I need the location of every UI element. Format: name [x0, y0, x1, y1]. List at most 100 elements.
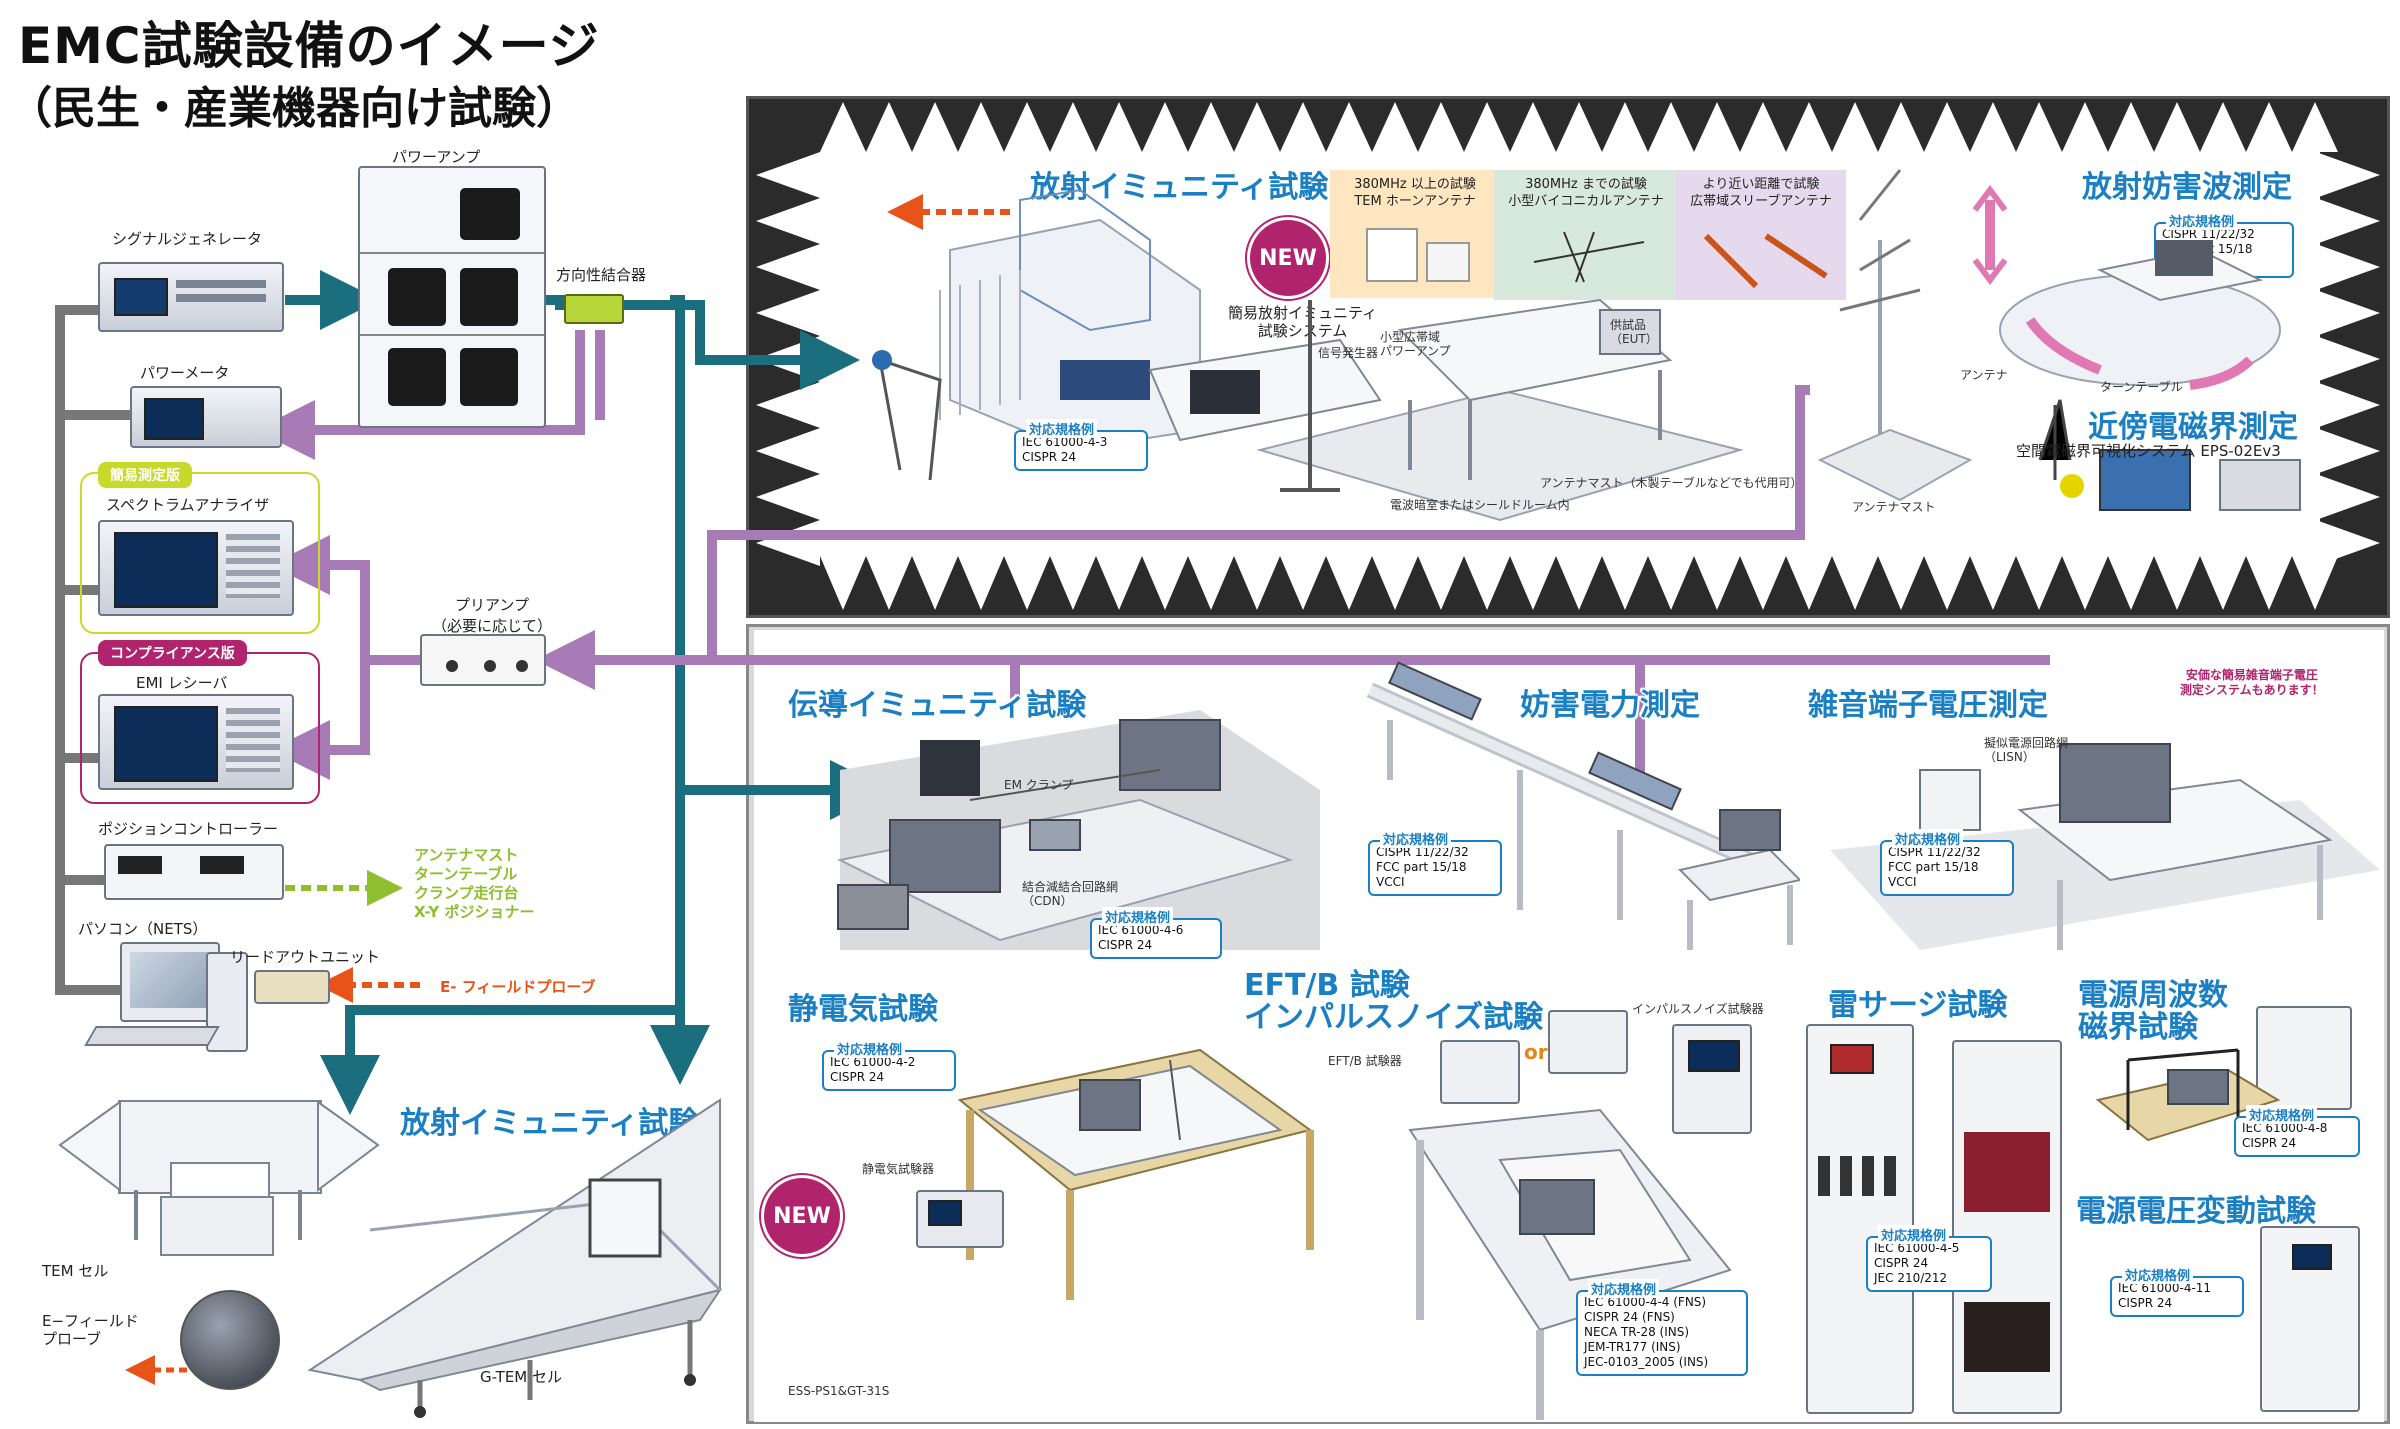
- absorber-cone: [756, 428, 820, 474]
- absorber-cone: [1280, 556, 1326, 610]
- spectrum-analyzer: [98, 520, 294, 616]
- voltage-variation-tester: [2260, 1226, 2360, 1412]
- std-header: 対応規格例: [1380, 829, 1452, 848]
- absorber-cone: [1694, 102, 1740, 152]
- absorber-cone: [1556, 102, 1602, 152]
- std-row: IEC 61000-4-2: [830, 1055, 916, 1069]
- eft-tester: [1440, 1040, 1520, 1104]
- power-amp: [358, 166, 546, 428]
- esd-setup: [957, 1048, 1314, 1300]
- absorber-cone: [912, 556, 958, 610]
- emi-receiver-label: EMI レシーバ: [136, 674, 228, 692]
- ant-box-tem-horn: 380MHz 以上の試験 TEM ホーンアンテナ: [1330, 170, 1500, 298]
- absorber-cone: [866, 556, 912, 610]
- page-subtitle: （民生・産業機器向け試験）: [8, 83, 580, 134]
- std-row: IEC 61000-4-4 (FNS): [1584, 1295, 1707, 1309]
- std-row: CISPR 24: [2242, 1136, 2297, 1150]
- std-row: CISPR 11/22/32: [1376, 845, 1469, 859]
- absorber-cone: [2154, 102, 2200, 152]
- absorber-cone: [1832, 102, 1878, 152]
- std-row: CISPR 24: [830, 1070, 885, 1084]
- absorber-cone: [2200, 102, 2246, 152]
- absorber-cone: [1142, 102, 1188, 152]
- disturbance-std: 対応規格例 CISPR 11/22/32 FCC part 15/18 VCCI: [1368, 829, 1502, 896]
- absorber-cone: [1556, 556, 1602, 610]
- eft-tester-label: EFT/B 試験器: [1328, 1054, 1402, 1068]
- coupler-label: 方向性結合器: [556, 266, 647, 284]
- esd-tester: [916, 1190, 1004, 1248]
- absorber-cone: [1970, 102, 2016, 152]
- signal-generator: [98, 262, 284, 332]
- voltage-variation-title: 電源電圧変動試験: [2076, 1194, 2316, 1229]
- std-row: CISPR 24: [1874, 1256, 1929, 1270]
- std-row: CISPR 11/22/32: [2162, 227, 2255, 241]
- surge-std: 対応規格例 IEC 61000-4-5 CISPR 24 JEC 210/212: [1866, 1225, 1992, 1292]
- std-row: CISPR 24: [2118, 1296, 2173, 1310]
- voltage-std: 対応規格例 IEC 61000-4-11 CISPR 24: [2110, 1265, 2244, 1317]
- ant-box-biconical: 380MHz までの試験 小型バイコニカルアンテナ: [1494, 170, 1678, 300]
- signal-generator-label: シグナルジェネレータ: [112, 230, 263, 248]
- simple-version-frame: [80, 472, 320, 634]
- absorber-cone: [1878, 556, 1924, 610]
- esd-std: 対応規格例 IEC 61000-4-2 CISPR 24: [822, 1039, 956, 1091]
- absorber-cone: [1280, 102, 1326, 152]
- std-row: VCCI: [1888, 875, 1917, 889]
- sig-gen-label: 信号発生器: [1318, 346, 1379, 360]
- absorber-cone: [1464, 102, 1510, 152]
- eft-std: 対応規格例 IEC 61000-4-4 (FNS) CISPR 24 (FNS)…: [1576, 1279, 1748, 1376]
- std-row: CISPR 11/22/32: [1888, 845, 1981, 859]
- std-row: JEC-0103_2005 (INS): [1584, 1355, 1709, 1369]
- absorber-cone: [2316, 336, 2380, 382]
- std-header: 対応規格例: [1102, 907, 1174, 926]
- esd-model-label: ESS-PS1&GT-31S: [788, 1384, 890, 1398]
- esd-tester-label: 静電気試験器: [862, 1162, 935, 1176]
- ant-sleeve-label: より近い距離で試験 広帯域スリーブアンテナ: [1690, 177, 1832, 209]
- std-row: NECA TR-28 (INS): [1584, 1325, 1690, 1339]
- absorber-cone: [1832, 556, 1878, 610]
- cheap-note: 安価な簡易雑音端子電圧 測定システムもあります！: [2180, 668, 2324, 697]
- absorber-cone: [1740, 556, 1786, 610]
- std-header: 対応規格例: [1892, 829, 1964, 848]
- absorber-cone: [958, 102, 1004, 152]
- preamp-label: プリアンプ （必要に応じて）: [432, 596, 553, 635]
- keyboard: [84, 1026, 220, 1046]
- gtem-label: G-TEM セル: [480, 1368, 563, 1386]
- absorber-cone: [2292, 102, 2338, 152]
- disturbance-power-title: 妨害電力測定: [1520, 688, 1700, 723]
- absorber-cone: [1510, 102, 1556, 152]
- position-controller: [104, 844, 284, 900]
- gtem-cell: [307, 1098, 723, 1418]
- std-row: CISPR 24: [1022, 450, 1077, 464]
- rad-emission-setup: [1817, 169, 2301, 511]
- readout-unit-label: リードアウトユニット: [230, 948, 381, 966]
- std-row: IEC 61000-4-6: [1098, 923, 1184, 937]
- absorber-cone: [1878, 102, 1924, 152]
- absorber-cone: [1004, 556, 1050, 610]
- room-note: 電波暗室またはシールドルーム内: [1390, 498, 1570, 512]
- pf-magnetic-tester: [2256, 1006, 2352, 1110]
- absorber-cone: [1050, 102, 1096, 152]
- std-row: FCC part 15/18: [1376, 860, 1467, 874]
- turntable-label: ターンテーブル: [2100, 380, 2183, 394]
- absorber-cone: [1924, 556, 1970, 610]
- eft-setup: [1408, 1108, 1732, 1420]
- absorber-cone: [2246, 102, 2292, 152]
- std-row: CISPR 24 (FNS): [1584, 1310, 1675, 1324]
- simple-system-label: 簡易放射イミュニティ 試験システム: [1228, 304, 1378, 340]
- absorber-cone: [2316, 474, 2380, 520]
- absorber-cone: [2016, 556, 2062, 610]
- absorber-cone: [1648, 102, 1694, 152]
- absorber-cone: [2316, 428, 2380, 474]
- std-row: FCC part 15/18: [1888, 860, 1979, 874]
- absorber-cone: [756, 290, 820, 336]
- ant-mast-note: アンテナマスト（木製テーブルなどでも代用可）: [1540, 476, 1803, 490]
- absorber-cone: [1418, 556, 1464, 610]
- absorber-cone: [1602, 102, 1648, 152]
- terminal-std: 対応規格例 CISPR 11/22/32 FCC part 15/18 VCCI: [1880, 829, 2014, 896]
- position-targets: アンテナマスト ターンテーブル クランプ走行台 X-Y ポジショナー: [414, 846, 534, 922]
- absorber-cone: [2154, 556, 2200, 610]
- absorber-cone: [756, 382, 820, 428]
- std-header: 対応規格例: [834, 1039, 906, 1058]
- absorber-cone: [2108, 556, 2154, 610]
- readout-unit: [254, 970, 330, 1004]
